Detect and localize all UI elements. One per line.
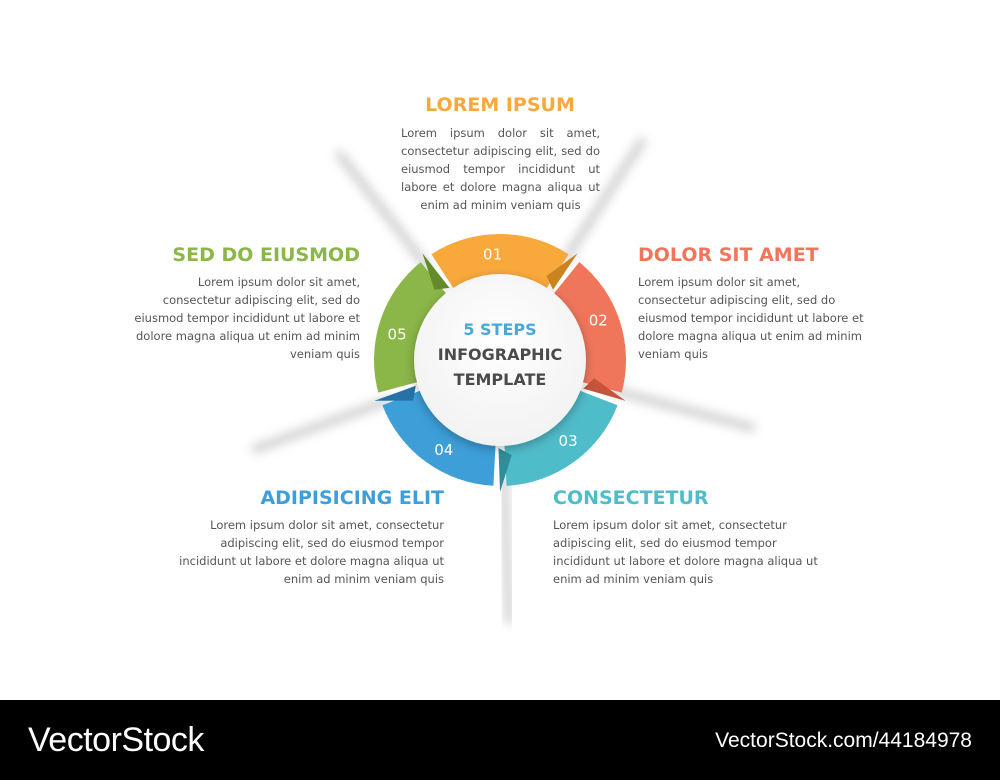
divider-ray-2 xyxy=(609,386,756,432)
step-1-number: 01 xyxy=(483,245,502,263)
center-circle xyxy=(414,274,586,446)
step-2-segment xyxy=(552,262,626,401)
step-4-band xyxy=(382,390,496,486)
divider-ray-4 xyxy=(251,395,394,454)
footer-brand-logo: VectorStock xyxy=(28,721,204,759)
divider-ray-5 xyxy=(335,150,432,272)
center-label-template: TEMPLATE xyxy=(453,370,547,389)
step-3-title: CONSECTETUR xyxy=(553,487,709,509)
step-3-fold xyxy=(498,448,512,492)
step-3-number: 03 xyxy=(559,432,578,450)
step-4-title: ADIPISICING ELIT xyxy=(260,487,444,509)
step-2-number: 02 xyxy=(589,311,608,329)
step-4-number: 04 xyxy=(434,441,453,459)
cycle-diagram: 01 02 03 04 05 xyxy=(251,137,756,625)
step-2-fold xyxy=(583,378,626,401)
step-5-segment xyxy=(374,253,450,393)
footer-bar: VectorStock VectorStock.com/44184978 xyxy=(0,700,1000,780)
step-4-segment xyxy=(374,385,496,486)
step-2-title: DOLOR SIT AMET xyxy=(638,244,819,266)
divider-ray-3 xyxy=(499,473,514,625)
center-label-infographic: INFOGRAPHIC xyxy=(437,345,563,364)
step-2-description: Lorem ipsum dolor sit amet, consectetur … xyxy=(638,275,864,361)
step-1-title: LOREM IPSUM xyxy=(425,94,575,116)
step-5-band xyxy=(374,262,448,393)
step-3-segment xyxy=(498,390,618,492)
divider-ray-1 xyxy=(559,137,647,266)
step-3-description: Lorem ipsum dolor sit amet, consectetur … xyxy=(553,518,818,586)
footer-image-id: VectorStock.com/44184978 xyxy=(715,729,972,752)
center-label-steps: 5 STEPS xyxy=(463,320,537,339)
center-label: 5 STEPS INFOGRAPHIC TEMPLATE xyxy=(425,318,575,392)
step-4-fold xyxy=(374,385,416,401)
step-4-description: Lorem ipsum dolor sit amet, consectetur … xyxy=(179,518,444,586)
step-5-number: 05 xyxy=(388,325,407,343)
step-5-title: SED DO EIUSMOD xyxy=(172,244,360,266)
step-2-band xyxy=(552,262,626,393)
step-3-band xyxy=(504,390,618,486)
step-5-description: Lorem ipsum dolor sit amet, consectetur … xyxy=(134,275,360,361)
step-5-fold xyxy=(422,253,450,290)
step-1-description: Lorem ipsum dolor sit amet, consectetur … xyxy=(401,126,600,212)
step-1-fold xyxy=(546,253,578,290)
step-1-segment xyxy=(431,233,578,290)
step-1-band xyxy=(431,233,569,290)
